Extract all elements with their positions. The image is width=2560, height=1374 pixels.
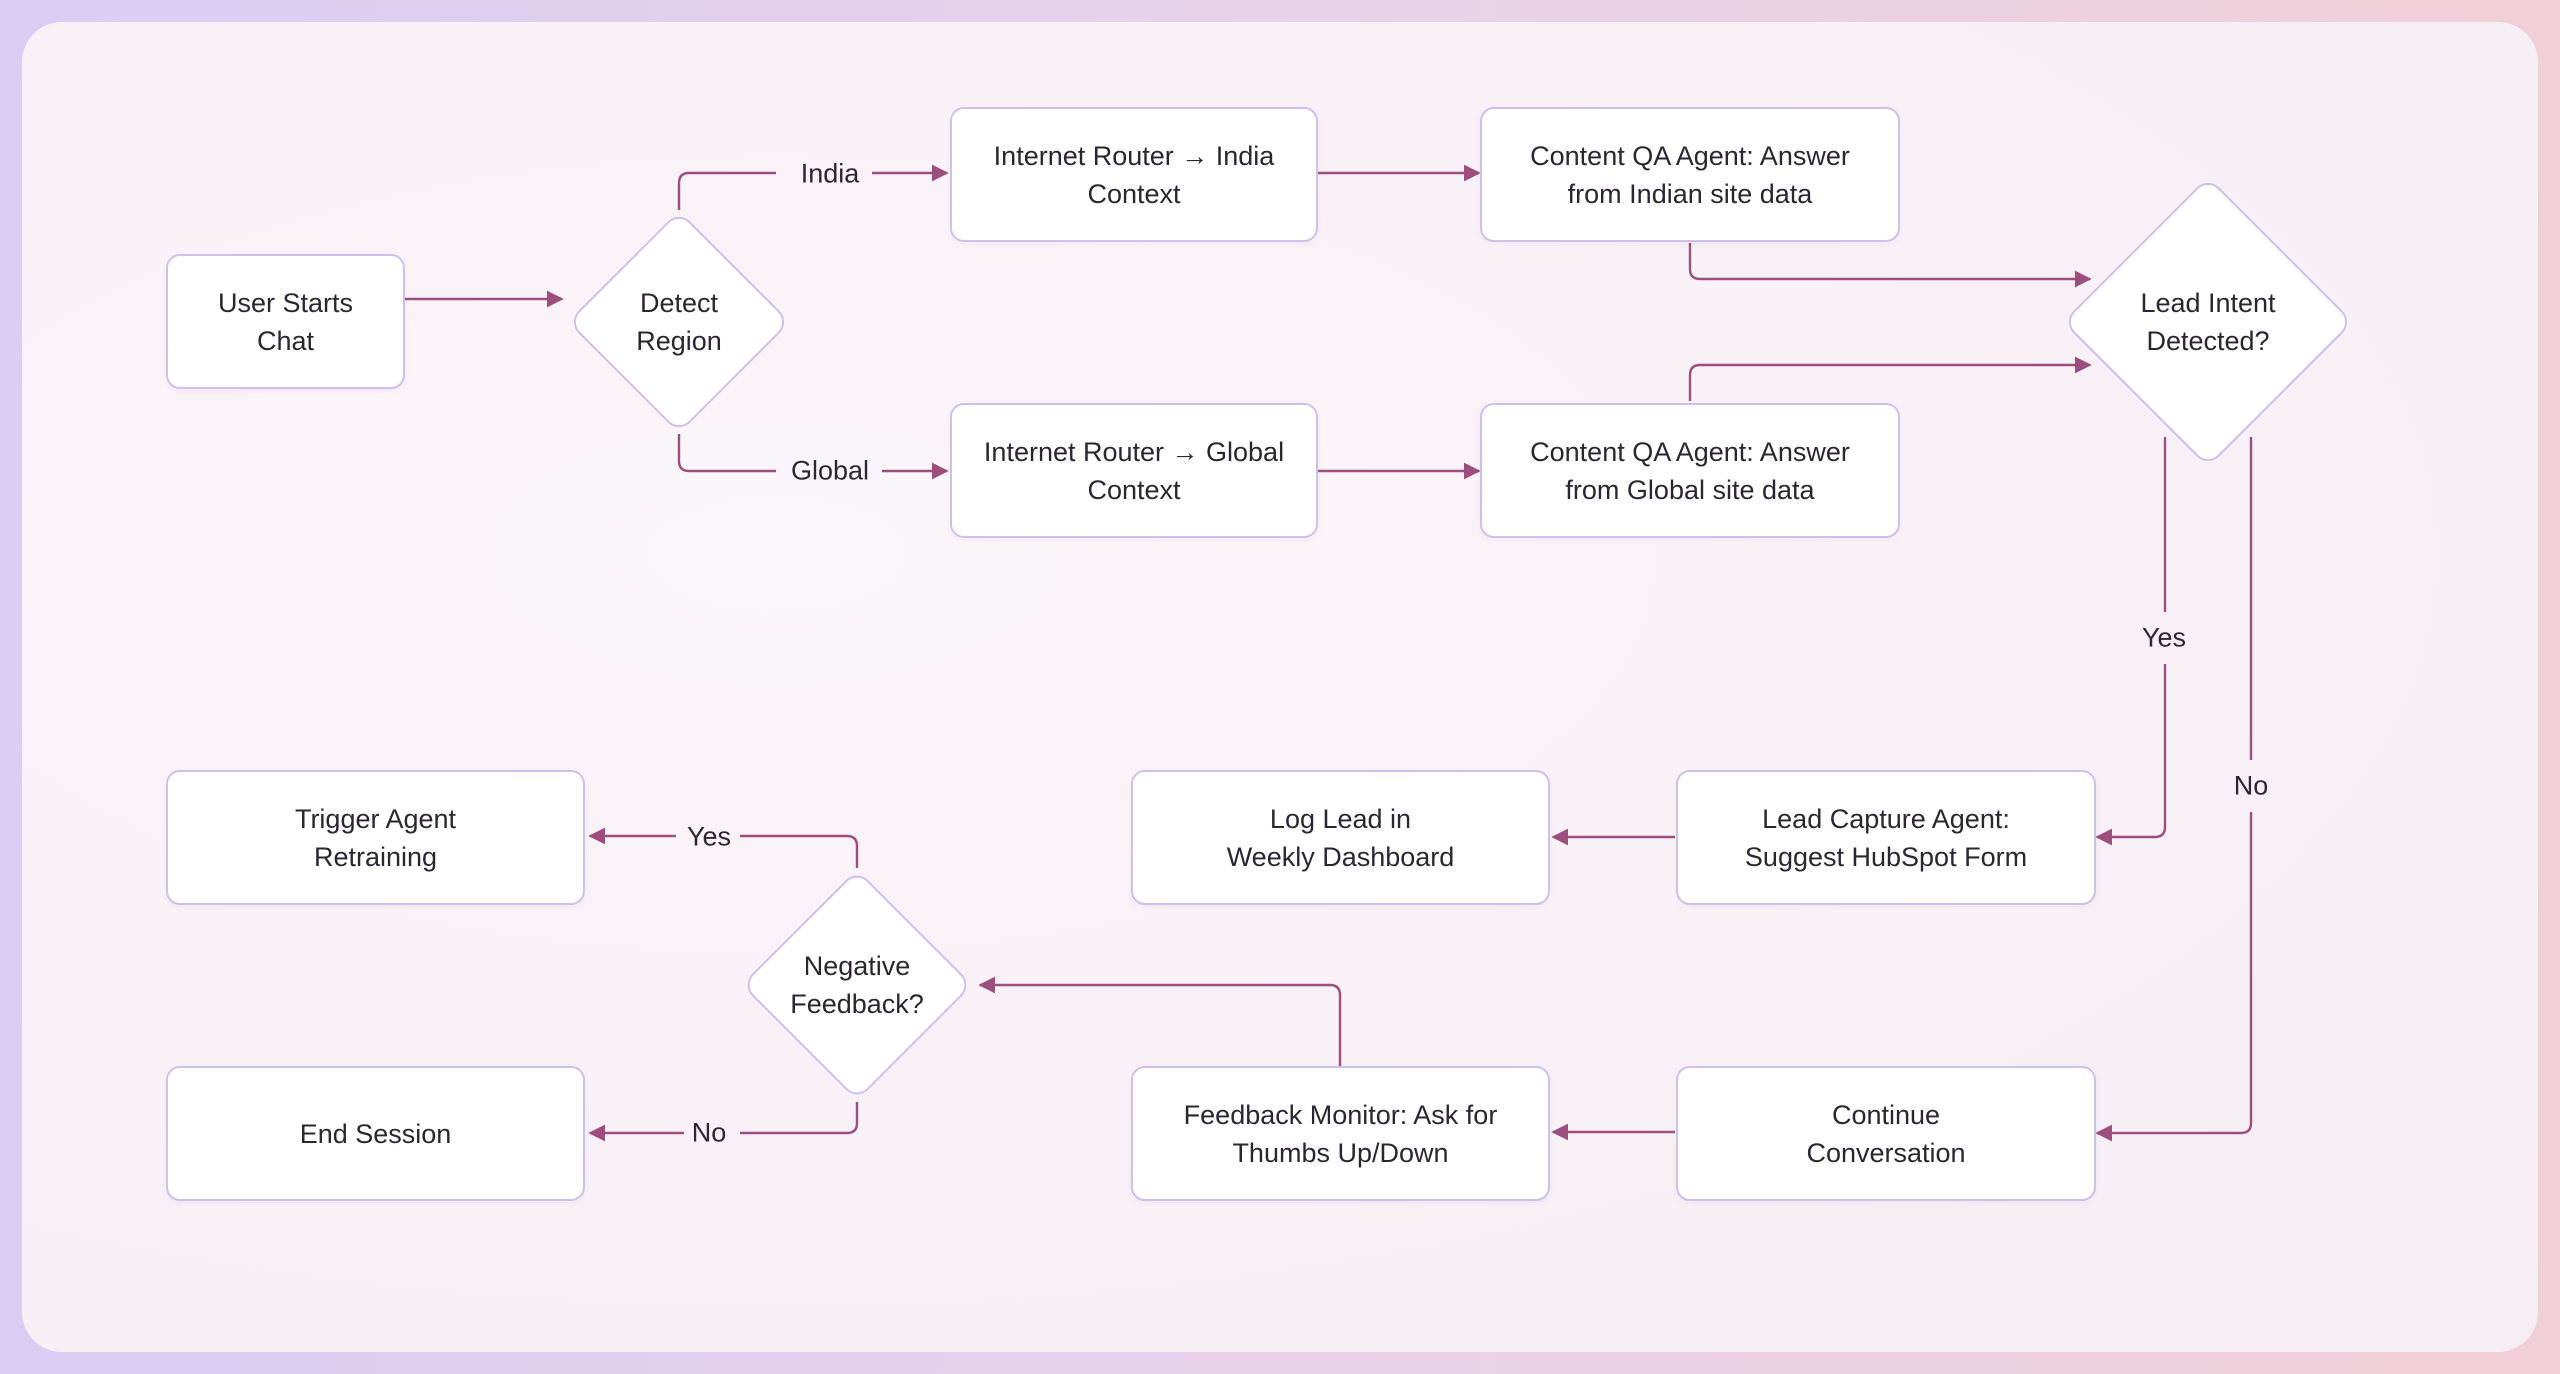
node-feedback-monitor: Feedback Monitor: Ask for Thumbs Up/Down: [1131, 1066, 1550, 1201]
edge-detect-to-india: [677, 171, 776, 210]
node-label: Lead Intent Detected?: [2140, 288, 2276, 356]
node-label: End Session: [299, 1118, 452, 1149]
edge-label-feedback-yes: Yes: [686, 821, 732, 852]
node-lead-capture: Lead Capture Agent: Suggest HubSpot Form: [1676, 770, 2096, 905]
node-end-session: End Session: [166, 1066, 585, 1201]
edge-feedback-to-negative: [978, 976, 1342, 1066]
node-label: User Starts Chat: [217, 287, 354, 356]
node-router-india: Internet Router → India Context: [950, 107, 1318, 242]
edge-label-feedback-no: No: [691, 1117, 727, 1148]
edge-lead-no-2: [2095, 812, 2253, 1142]
edge-negative-yes: [740, 834, 859, 868]
node-label: Continue Conversation: [1806, 1099, 1966, 1168]
decision-lead-intent: Lead Intent Detected?: [2062, 176, 2354, 468]
node-log-lead: Log Lead in Weekly Dashboard: [1131, 770, 1550, 905]
edge-negative-no: [740, 1102, 859, 1135]
node-continue-conversation: Continue Conversation: [1676, 1066, 2096, 1201]
node-label: Feedback Monitor: Ask for Thumbs Up/Down: [1183, 1099, 1498, 1168]
node-router-global: Internet Router → Global Context: [950, 403, 1318, 538]
edge-qa-india-to-lead: [1688, 243, 2092, 288]
edge-label-india: India: [800, 158, 860, 189]
node-label: Negative Feedback?: [790, 951, 924, 1019]
edge-label-lead-yes: Yes: [2141, 622, 2187, 653]
node-label: Detect Region: [636, 288, 722, 356]
node-user-starts-chat: User Starts Chat: [166, 254, 405, 389]
node-label: Internet Router → Global Context: [983, 436, 1285, 505]
node-qa-global: Content QA Agent: Answer from Global sit…: [1480, 403, 1900, 538]
edge-qa-global-to-lead: [1688, 356, 2092, 401]
node-label: Internet Router → India Context: [993, 140, 1275, 209]
node-label: Lead Capture Agent: Suggest HubSpot Form: [1744, 803, 2028, 872]
node-label: Content QA Agent: Answer from Indian sit…: [1530, 140, 1850, 209]
node-label: Trigger Agent Retraining: [294, 803, 457, 872]
edge-lead-yes-2: [2095, 664, 2167, 846]
decision-negative-feedback: Negative Feedback?: [741, 869, 973, 1101]
node-label: Log Lead in Weekly Dashboard: [1226, 803, 1455, 872]
node-qa-india: Content QA Agent: Answer from Indian sit…: [1480, 107, 1900, 242]
node-trigger-retraining: Trigger Agent Retraining: [166, 770, 585, 905]
node-label: Content QA Agent: Answer from Global sit…: [1530, 436, 1850, 505]
edge-label-global: Global: [790, 455, 870, 486]
decision-detect-region: Detect Region: [567, 210, 791, 434]
edge-detect-to-global: [677, 434, 776, 473]
edge-label-lead-no: No: [2233, 770, 2269, 801]
